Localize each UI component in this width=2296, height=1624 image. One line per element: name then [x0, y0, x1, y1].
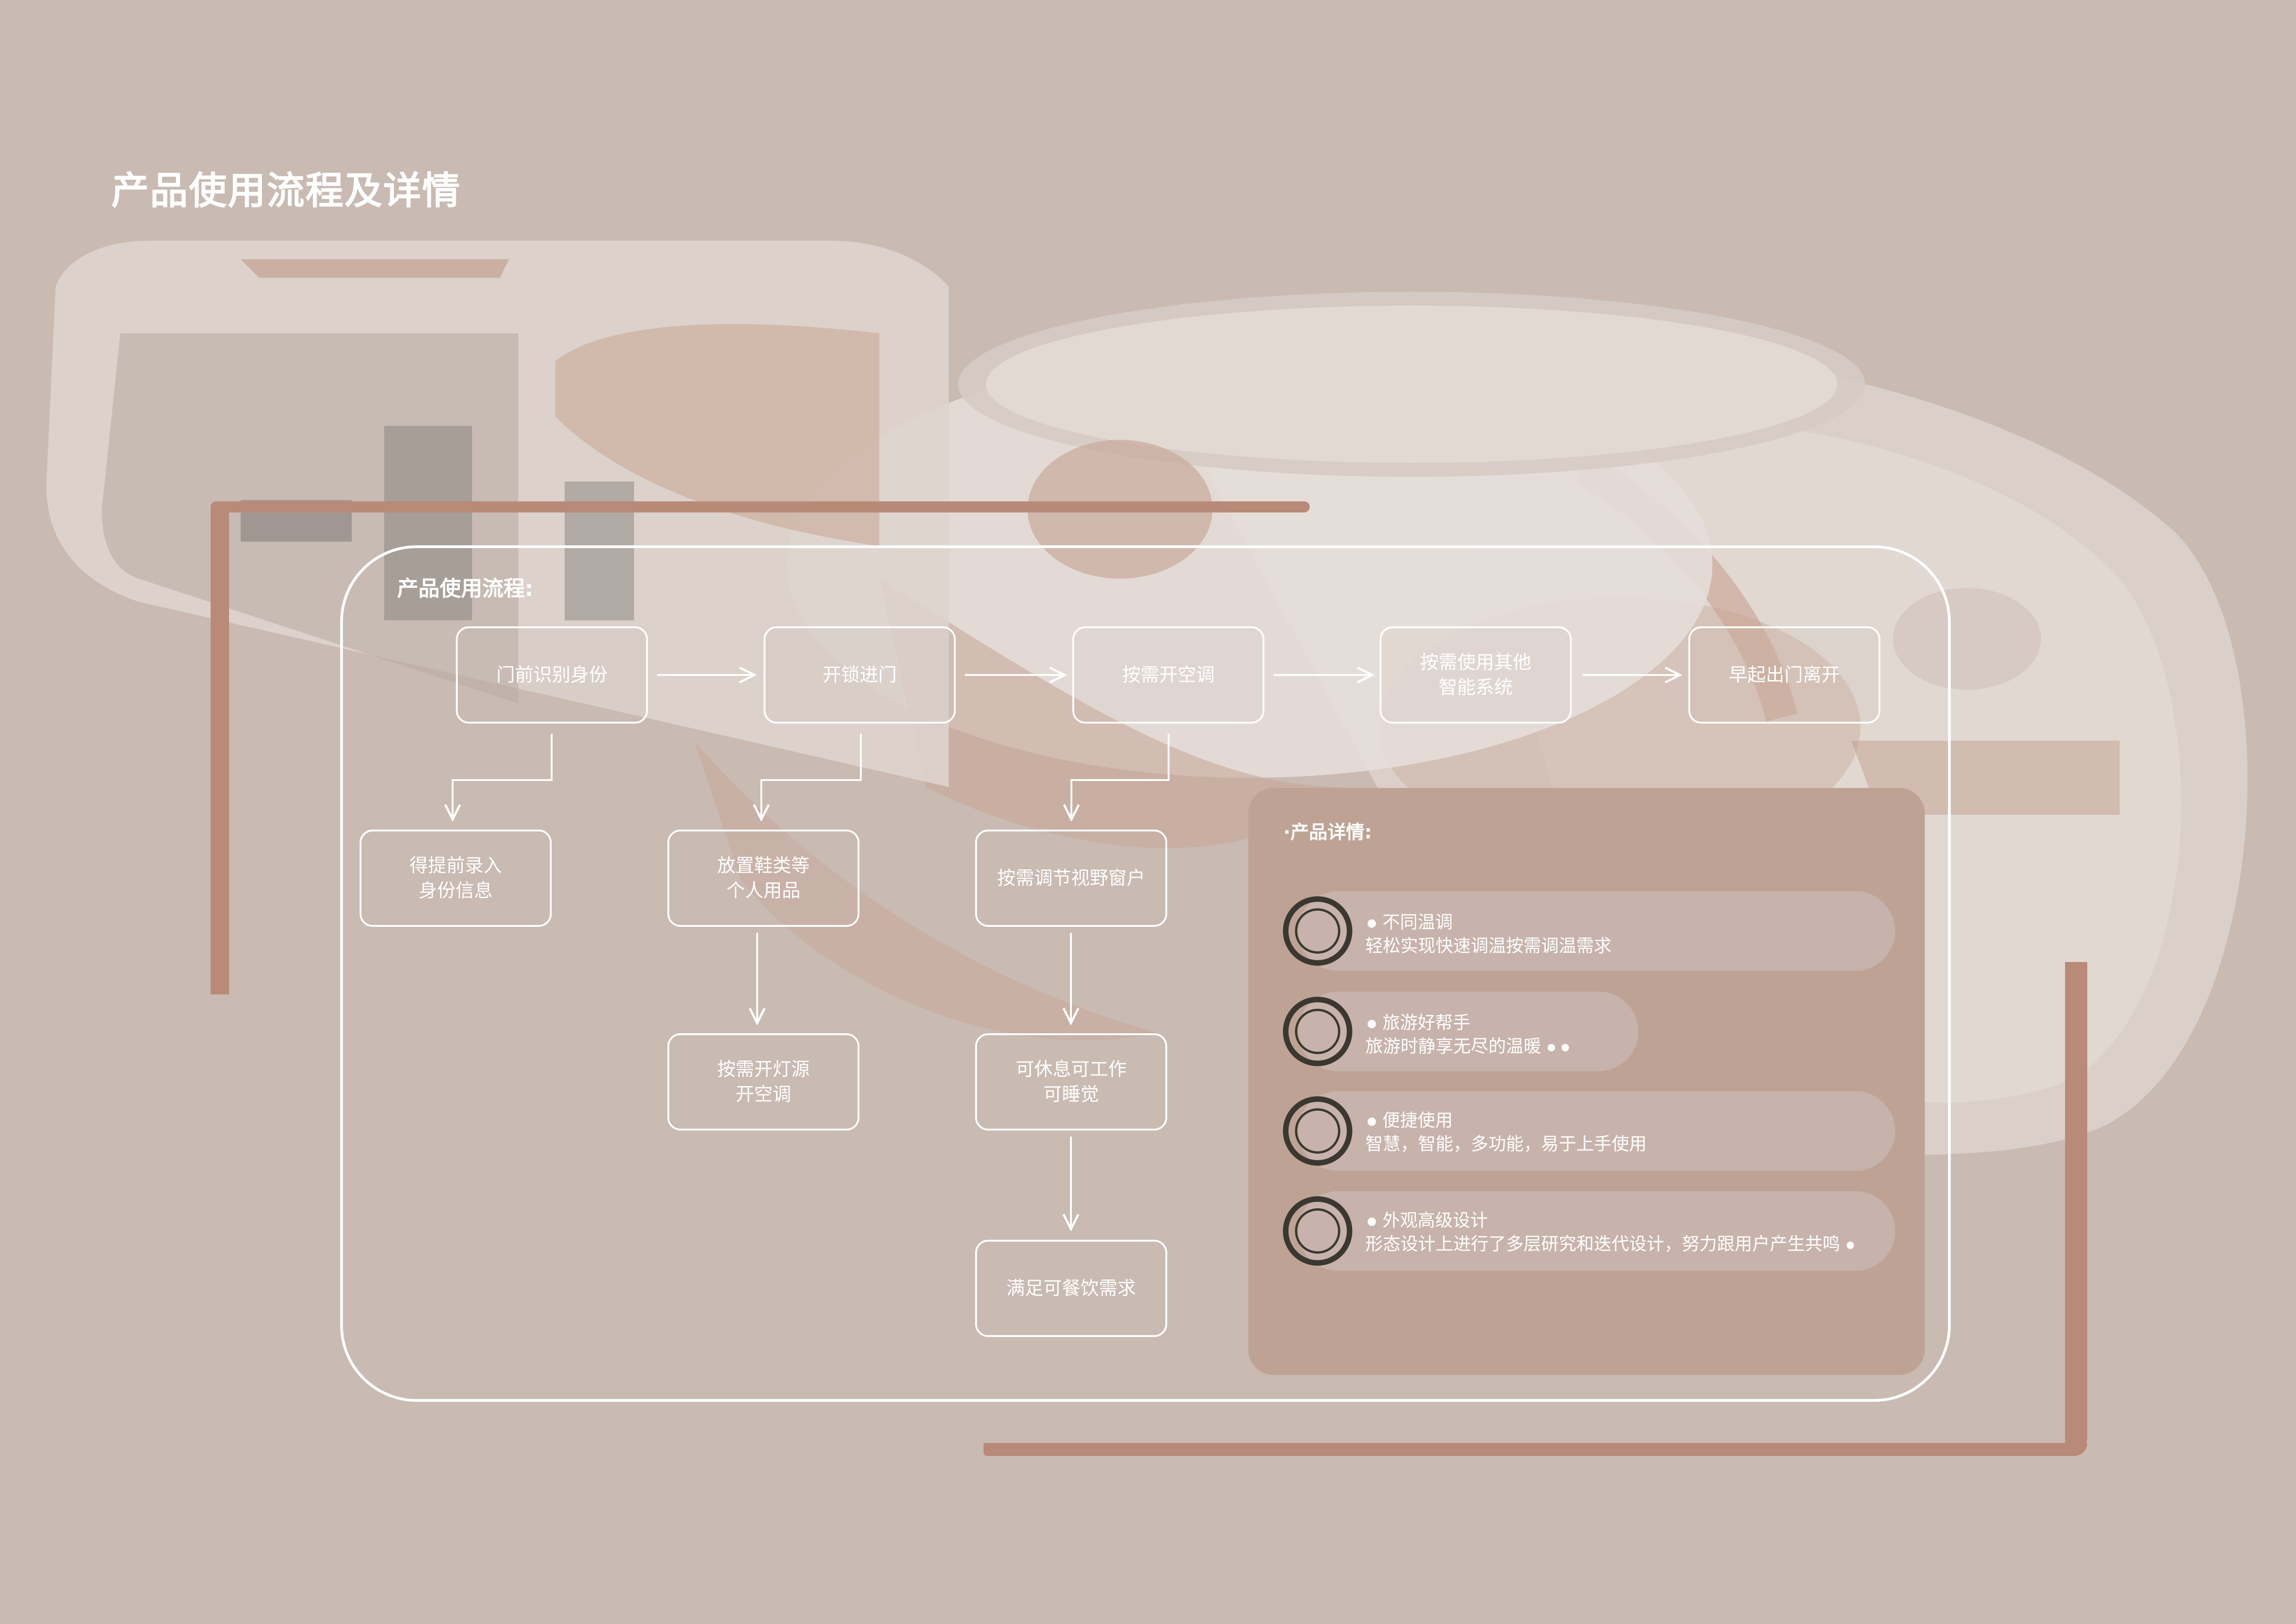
step-identify: 门前识别身份 — [456, 626, 648, 724]
ring-icon — [1283, 896, 1352, 966]
ring-icon — [1283, 997, 1352, 1066]
step-smart-systems: 按需使用其他 智能系统 — [1380, 626, 1572, 724]
details-heading: ·产品详情: — [1283, 822, 1372, 843]
detail-desc-3: 智慧，智能，多功能，易于上手使用 — [1365, 1134, 1647, 1154]
step-rest-work-sleep: 可休息可工作 可睡觉 — [975, 1033, 1167, 1131]
bottom-right-bracket-vertical — [2065, 962, 2087, 1456]
step-lights-aircon: 按需开灯源 开空调 — [667, 1033, 859, 1131]
top-left-bracket — [211, 501, 1310, 512]
step-dining: 满足可餐饮需求 — [975, 1240, 1167, 1337]
step-leave: 早起出门离开 — [1688, 626, 1880, 724]
page-title: 产品使用流程及详情 — [111, 169, 461, 213]
detail-desc-2: 旅游时静享无尽的温暖 — [1365, 1036, 1569, 1056]
details-panel — [1248, 788, 1925, 1375]
arrow-branch-1 — [453, 734, 553, 819]
detail-title-2: 旅游好帮手 — [1368, 1012, 1470, 1033]
top-left-bracket-vertical — [211, 501, 229, 994]
detail-pill-3 — [1298, 1091, 1895, 1171]
detail-title-1: 不同温调 — [1368, 912, 1453, 932]
detail-desc-2-text: 旅游时静享无尽的温暖 — [1365, 1036, 1542, 1056]
flow-panel — [340, 545, 1951, 1402]
step-register-identity: 得提前录入 身份信息 — [360, 830, 552, 927]
arrow-branch-3 — [1071, 734, 1170, 819]
detail-desc-4: 形态设计上进行了多层研究和迭代设计，努力跟用户产生共鸣 — [1365, 1234, 1854, 1254]
detail-title-3: 便捷使用 — [1368, 1110, 1453, 1131]
trailing-dot — [1847, 1241, 1854, 1249]
detail-title-4: 外观高级设计 — [1368, 1210, 1488, 1230]
step-adjust-window: 按需调节视野窗户 — [975, 830, 1167, 927]
ring-icon — [1283, 1196, 1352, 1266]
bottom-right-bracket — [983, 1443, 2087, 1456]
step-store-items: 放置鞋类等 个人用品 — [667, 830, 859, 927]
ring-icon — [1283, 1096, 1352, 1166]
flow-heading: 产品使用流程: — [397, 576, 534, 601]
arrow-branch-2 — [761, 734, 862, 819]
trailing-dot — [1548, 1043, 1556, 1051]
detail-desc-1: 轻松实现快速调温按需调温需求 — [1365, 936, 1612, 956]
detail-desc-4-text: 形态设计上进行了多层研究和迭代设计，努力跟用户产生共鸣 — [1365, 1234, 1841, 1254]
step-unlock: 开锁进门 — [764, 626, 956, 724]
step-aircon: 按需开空调 — [1072, 626, 1264, 724]
detail-pill-4 — [1298, 1191, 1895, 1271]
trailing-dot — [1562, 1043, 1569, 1051]
